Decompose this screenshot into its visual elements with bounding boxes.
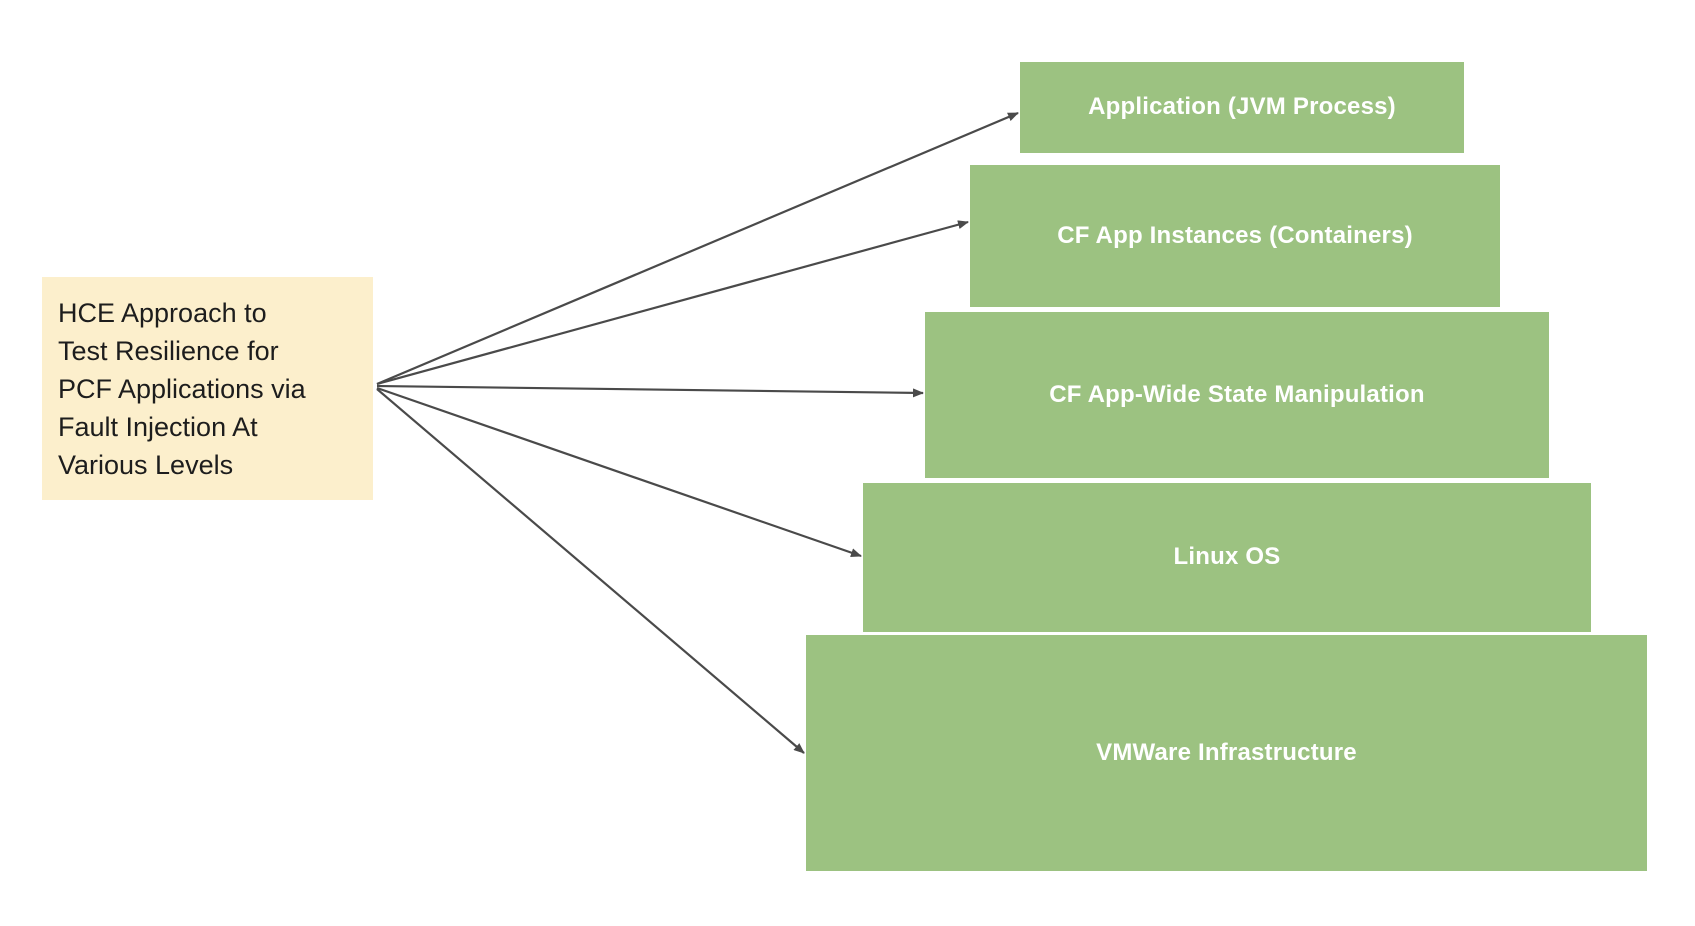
connector-to-cf-app-wide-state-manipulation [376,384,924,398]
layer-node-linux-os[interactable]: Linux OS [863,483,1591,632]
layer-node-label: CF App Instances (Containers) [1057,221,1413,249]
layer-node-vmware-infrastructure[interactable]: VMWare Infrastructure [806,635,1647,871]
layer-node-application-jvm-process[interactable]: Application (JVM Process) [1020,62,1464,153]
connector-to-application-jvm-process [376,111,1019,386]
layer-node-cf-app-wide-state-manipulation[interactable]: CF App-Wide State Manipulation [925,312,1549,478]
connector-to-linux-os [376,386,862,558]
connector-to-vmware-infrastructure [376,388,805,754]
source-node-label: HCE Approach to Test Resilience for PCF … [58,297,306,480]
connector-to-cf-app-instances-containers [376,220,969,386]
layer-node-label: VMWare Infrastructure [1096,738,1357,766]
layer-node-cf-app-instances-containers[interactable]: CF App Instances (Containers) [970,165,1500,307]
layer-node-label: Linux OS [1173,543,1281,571]
layer-node-label: Application (JVM Process) [1088,93,1396,121]
source-node-hce-approach[interactable]: HCE Approach to Test Resilience for PCF … [42,277,373,500]
layer-node-label: CF App-Wide State Manipulation [1049,380,1425,408]
